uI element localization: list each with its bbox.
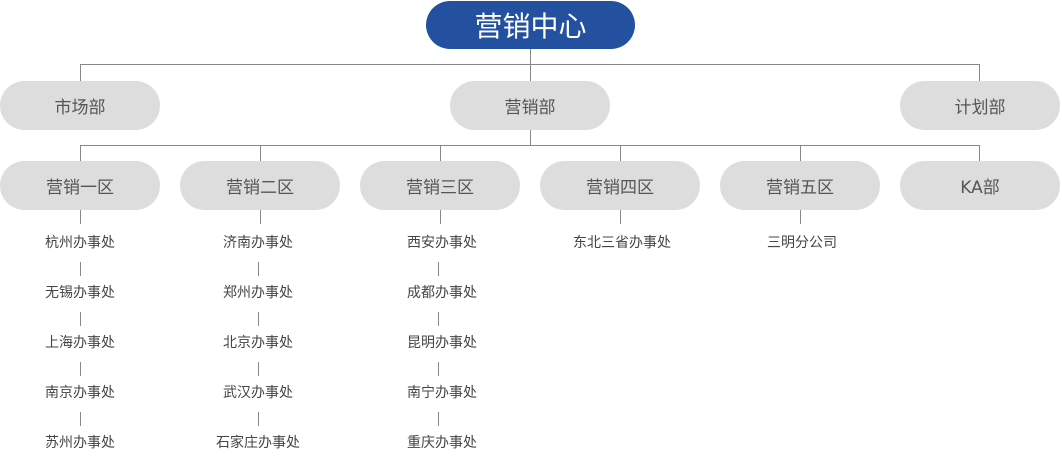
office-connector-line: [80, 210, 81, 224]
office-connector-line: [80, 262, 81, 276]
office-connector-line: [438, 412, 439, 426]
office-connector-line: [80, 412, 81, 426]
office-item: 石家庄办事处: [216, 435, 300, 451]
office-connector-line: [438, 362, 439, 376]
office-item: 无锡办事处: [45, 285, 115, 301]
office-connector-line: [80, 312, 81, 326]
root-node-label: 营销中心: [474, 10, 587, 43]
office-connector-line: [258, 312, 259, 326]
region-drop-line: [440, 145, 441, 161]
office-item: 北京办事处: [223, 335, 293, 351]
region-node-label: 营销三区: [406, 178, 474, 198]
region-drop-line: [620, 145, 621, 161]
region-drop-line: [260, 145, 261, 161]
region-node-label: 营销一区: [46, 178, 114, 198]
office-item: 南京办事处: [45, 385, 115, 401]
region-node-label: KA部: [960, 178, 1000, 198]
office-item: 东北三省办事处: [573, 235, 671, 251]
office-connector-line: [438, 312, 439, 326]
level1-drop-line: [80, 64, 81, 81]
office-item: 杭州办事处: [45, 235, 115, 251]
office-connector-line: [258, 412, 259, 426]
office-item: 武汉办事处: [223, 385, 293, 401]
office-item: 郑州办事处: [223, 285, 293, 301]
region-node: 营销四区: [540, 161, 700, 210]
region-node: 营销五区: [720, 161, 880, 210]
root-stem-line: [530, 48, 531, 64]
office-connector-line: [620, 210, 621, 224]
office-item: 苏州办事处: [45, 435, 115, 451]
level1-drop-line: [979, 64, 980, 81]
level1-drop-line: [530, 64, 531, 81]
region-node-label: 营销二区: [226, 178, 294, 198]
region-node: 营销三区: [360, 161, 520, 210]
root-node: 营销中心: [426, 1, 635, 49]
office-item: 昆明办事处: [407, 335, 477, 351]
dept-node-label: 市场部: [54, 98, 106, 118]
region-node: 营销一区: [0, 161, 160, 210]
office-item: 西安办事处: [407, 235, 477, 251]
office-connector-line: [80, 362, 81, 376]
region-drop-line: [80, 145, 81, 161]
office-connector-line: [258, 362, 259, 376]
region-node: 营销二区: [180, 161, 340, 210]
dept-node-sales: 营销部: [450, 81, 610, 130]
office-connector-line: [258, 262, 259, 276]
dept-node-label: 计划部: [954, 98, 1006, 118]
office-connector-line: [260, 210, 261, 224]
office-item: 济南办事处: [223, 235, 293, 251]
office-item: 南宁办事处: [407, 385, 477, 401]
dept-node-planning: 计划部: [900, 81, 1060, 130]
region-node-label: 营销五区: [766, 178, 834, 198]
region-drop-line: [979, 145, 980, 161]
region-drop-line: [800, 145, 801, 161]
office-connector-line: [800, 210, 801, 224]
region-node-label: 营销四区: [586, 178, 654, 198]
sales-dept-stem-line: [530, 129, 531, 145]
region-node: KA部: [900, 161, 1060, 210]
region-bus-line: [80, 145, 980, 146]
office-connector-line: [440, 210, 441, 224]
office-item: 上海办事处: [45, 335, 115, 351]
office-item: 重庆办事处: [407, 435, 477, 451]
office-connector-line: [438, 262, 439, 276]
dept-node-market: 市场部: [0, 81, 160, 130]
office-item: 成都办事处: [407, 285, 477, 301]
office-item: 三明分公司: [767, 235, 837, 251]
dept-node-label: 营销部: [504, 98, 556, 118]
